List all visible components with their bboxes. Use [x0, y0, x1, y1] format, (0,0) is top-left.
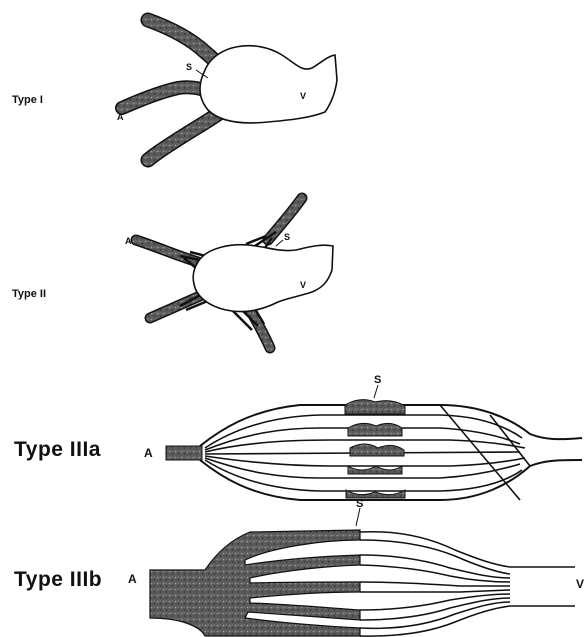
vein-tag: V [300, 91, 306, 101]
arterial-plexus [150, 530, 360, 636]
shunt-tag: S [186, 62, 192, 72]
shunt-tag: S [356, 498, 363, 510]
shunt-tag: S [284, 232, 290, 242]
shunt-pointer [356, 508, 360, 526]
panel-type-1: S A V [117, 20, 337, 160]
vein-tag: V [576, 577, 584, 591]
feeding-artery [166, 446, 202, 460]
shunt-tag: S [374, 374, 381, 386]
artery-tag: A [125, 236, 132, 246]
panel-type-3a: S A [144, 374, 582, 500]
artery-tag: A [117, 112, 124, 122]
aneurysmal-sac [200, 46, 337, 123]
venous-channels [360, 532, 510, 636]
vein-tag: V [300, 280, 306, 290]
shunt-pointer [276, 240, 283, 246]
aneurysmal-sac [193, 245, 333, 312]
artery-tag: A [144, 446, 153, 460]
panel-type-3b: S A V [128, 498, 584, 636]
shunt-pointer [374, 385, 378, 398]
panel-type-2: S A V [125, 198, 333, 348]
shunt-cluster [345, 400, 405, 498]
artery-tag: A [128, 572, 137, 586]
